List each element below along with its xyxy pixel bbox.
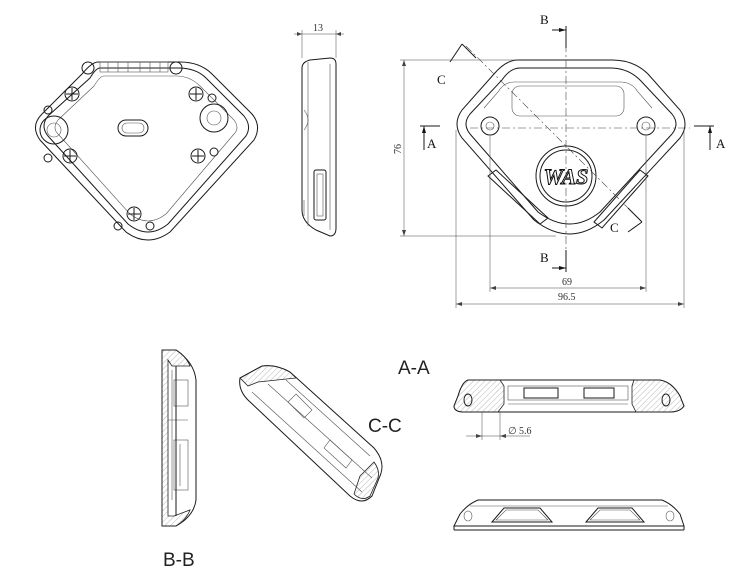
section-letter-b: B bbox=[540, 250, 549, 265]
section-letter-c: C bbox=[437, 72, 446, 87]
screw-icon bbox=[126, 206, 142, 222]
side-view bbox=[301, 57, 337, 237]
front-view: WAS bbox=[456, 59, 686, 235]
diameter-symbol: ∅ bbox=[508, 426, 517, 437]
section-marker-c-top: C bbox=[437, 43, 477, 87]
overall-width-dimension: 96.5 bbox=[455, 130, 685, 308]
thickness-dimension-text: 13 bbox=[313, 23, 323, 34]
hole-spacing-dimension: 69 bbox=[489, 136, 647, 292]
section-view-c-c bbox=[239, 365, 383, 502]
screw-icon bbox=[188, 86, 204, 102]
thickness-dimension: 13 bbox=[294, 23, 344, 58]
overall-width-text: 96.5 bbox=[558, 292, 576, 303]
section-marker-b-bottom: B bbox=[540, 250, 567, 272]
section-marker-c-bottom: C bbox=[610, 207, 643, 235]
section-view-b-b bbox=[161, 349, 197, 527]
section-view-a-a bbox=[453, 379, 685, 413]
back-view bbox=[35, 61, 258, 241]
screw-icon bbox=[190, 148, 206, 164]
section-letter-b: B bbox=[540, 12, 549, 27]
bottom-profile-view bbox=[453, 499, 685, 531]
hole-diameter-text: 5.6 bbox=[519, 426, 532, 437]
height-dimension-text: 76 bbox=[393, 144, 404, 154]
diagonal-centerline bbox=[465, 45, 643, 223]
hole-spacing-text: 69 bbox=[562, 277, 572, 288]
section-title-c-c: C-C bbox=[368, 416, 402, 437]
screw-icon bbox=[62, 148, 78, 164]
section-marker-b-top: B bbox=[540, 12, 567, 48]
height-dimension: 76 bbox=[393, 59, 556, 237]
section-title-a-a: A-A bbox=[398, 358, 430, 379]
section-marker-a-left: A bbox=[420, 125, 440, 151]
screw-icon bbox=[64, 86, 80, 102]
section-letter-a: A bbox=[427, 136, 437, 151]
section-title-b-b: B-B bbox=[163, 550, 195, 571]
section-marker-a-right: A bbox=[694, 125, 726, 151]
hole-diameter-dimension: ∅ 5.6 bbox=[466, 412, 532, 440]
section-letter-c: C bbox=[610, 220, 619, 235]
section-letter-a: A bbox=[716, 136, 726, 151]
